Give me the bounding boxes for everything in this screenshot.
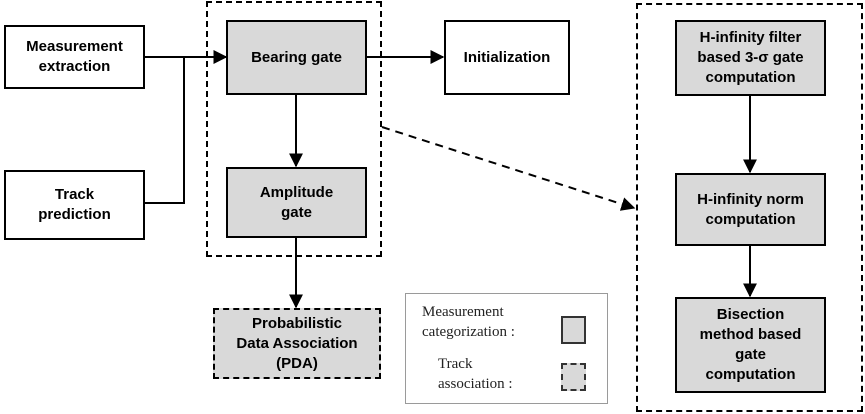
bearing-gate-label: Bearing gate <box>251 48 342 66</box>
legend-measurement-swatch <box>561 316 586 344</box>
amplitude-gate-label: Amplitude gate <box>259 183 334 221</box>
edge-track-to-bearing <box>145 57 185 204</box>
bearing-gate-box: Bearing gate <box>226 20 367 95</box>
measurement-extraction-label: Measurement extraction <box>26 38 123 75</box>
pda-label: Probabilistic Data Association (PDA) <box>236 314 358 372</box>
hinf-filter-gate-box: H-infinity filter based 3-σ gate computa… <box>675 20 826 96</box>
legend-track-label: Track association : <box>438 356 513 392</box>
legend-measurement-label: Measurement categorization : <box>422 304 515 340</box>
bisection-gate-label: Bisection method based gate computation <box>699 306 802 383</box>
track-prediction-label: Track prediction <box>38 186 111 223</box>
initialization-label: Initialization <box>463 48 551 66</box>
legend-track-swatch <box>561 363 586 391</box>
amplitude-gate-box: Amplitude gate <box>226 167 367 238</box>
hinf-norm-box: H-infinity norm computation <box>675 173 826 246</box>
legend: Measurement categorization : Track assoc… <box>405 293 608 404</box>
edge-detail-link <box>381 126 636 211</box>
pda-box: Probabilistic Data Association (PDA) <box>213 308 381 379</box>
hinf-norm-label: H-infinity norm computation <box>697 190 804 228</box>
gate-computation-group-outline <box>636 3 863 412</box>
measurement-extraction-box: Measurement extraction <box>4 25 145 89</box>
bisection-gate-box: Bisection method based gate computation <box>675 297 826 393</box>
track-prediction-box: Track prediction <box>4 170 145 240</box>
gating-group-outline <box>206 1 382 257</box>
hinf-filter-gate-label: H-infinity filter based 3-σ gate computa… <box>697 29 804 86</box>
initialization-box: Initialization <box>444 20 570 95</box>
